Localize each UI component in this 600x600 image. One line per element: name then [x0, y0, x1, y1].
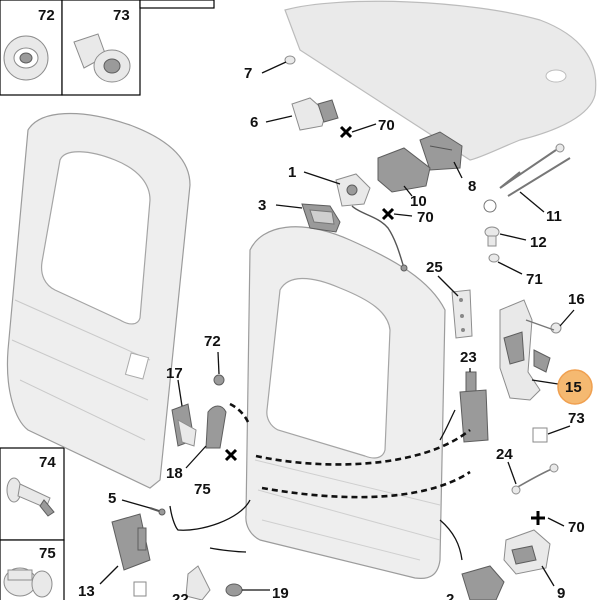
link-bottom-left [169, 499, 251, 531]
lock-1 [335, 173, 371, 207]
grommet-icon [3, 35, 49, 81]
latch-2 [461, 565, 505, 600]
trim-panel-13 [111, 513, 151, 571]
callout-72[interactable]: 72 [204, 333, 221, 350]
inset-box-74: 74 [0, 447, 65, 541]
callout-5[interactable]: 5 [108, 490, 116, 507]
callout-10[interactable]: 10 [410, 193, 427, 210]
callout-23[interactable]: 23 [460, 349, 477, 366]
callout-1[interactable]: 1 [288, 164, 296, 181]
callout-19[interactable]: 19 [272, 585, 289, 600]
actuator-23 [459, 371, 489, 443]
inset-label-73: 73 [113, 7, 130, 24]
highlight-circle-15 [557, 369, 593, 405]
callout-6[interactable]: 6 [250, 114, 258, 131]
callout-16[interactable]: 16 [568, 291, 585, 308]
clip-7 [284, 55, 296, 65]
inset-label-72: 72 [38, 7, 55, 24]
callout-8[interactable]: 8 [468, 178, 476, 195]
inset-label-75: 75 [39, 545, 56, 562]
plug-square-73 [532, 427, 548, 443]
latch-9 [503, 529, 551, 575]
hinge-17 [171, 403, 197, 447]
plug-72 [213, 374, 225, 386]
housing-10 [377, 147, 431, 193]
callout-71[interactable]: 71 [526, 271, 543, 288]
inset-label-74: 74 [39, 454, 56, 471]
callout-73[interactable]: 73 [568, 410, 585, 427]
cross-mark-70a [339, 125, 353, 139]
strip-25 [451, 289, 473, 339]
cable-24 [511, 463, 559, 495]
callout-25[interactable]: 25 [426, 259, 443, 276]
handle-3 [301, 203, 341, 233]
callout-70c[interactable]: 70 [568, 519, 585, 536]
screw-5 [149, 507, 166, 516]
nut-71 [488, 253, 500, 263]
upper-panel [284, 0, 597, 161]
check-strap [205, 405, 227, 449]
inset-box-72: 72 [0, 0, 63, 96]
callout-17[interactable]: 17 [166, 365, 183, 382]
callout-11[interactable]: 11 [546, 208, 562, 225]
callout-70a[interactable]: 70 [378, 117, 395, 134]
callout-22[interactable]: 22 [172, 591, 189, 600]
dashed-link-2 [261, 470, 471, 499]
callout-2[interactable]: 2 [446, 591, 454, 600]
push-rivet-icon [6, 477, 55, 517]
clip-19 [225, 583, 243, 597]
callout-70b[interactable]: 70 [417, 209, 434, 226]
clip-22 [185, 565, 211, 600]
right-door [245, 226, 446, 580]
dashed-link-1 [255, 428, 471, 466]
cross-mark-70b [381, 207, 395, 221]
callout-15[interactable]: 15 [565, 379, 582, 396]
cross-mark-70c [531, 511, 545, 525]
inset-box-partial [139, 0, 215, 9]
rods-11 [483, 143, 571, 213]
link-latch [439, 519, 463, 561]
dashed-link-3 [229, 402, 250, 423]
leader-lines [99, 61, 575, 591]
callout-18[interactable]: 18 [166, 465, 183, 482]
left-door [6, 112, 191, 489]
hinge-6 [291, 97, 339, 131]
link-actuator [439, 409, 456, 441]
callout-12[interactable]: 12 [530, 234, 547, 251]
nut-clip-icon [3, 567, 53, 598]
lock-assembly-15 [499, 299, 555, 401]
callout-9[interactable]: 9 [557, 585, 565, 600]
plastic-clip-icon [73, 33, 131, 83]
inset-box-75: 75 [0, 539, 65, 600]
callout-24[interactable]: 24 [496, 446, 513, 463]
callout-7[interactable]: 7 [244, 65, 252, 82]
callout-3[interactable]: 3 [258, 197, 266, 214]
inset-box-73: 73 [61, 0, 141, 96]
cross-mark-75 [224, 448, 238, 462]
callout-75[interactable]: 75 [194, 481, 211, 498]
bracket-8 [419, 131, 463, 171]
pin-16 [550, 322, 562, 334]
link-bottom-mid [209, 547, 247, 553]
bolt-12 [484, 226, 500, 247]
callout-13[interactable]: 13 [78, 583, 95, 600]
plug-square-bottom [133, 581, 147, 597]
